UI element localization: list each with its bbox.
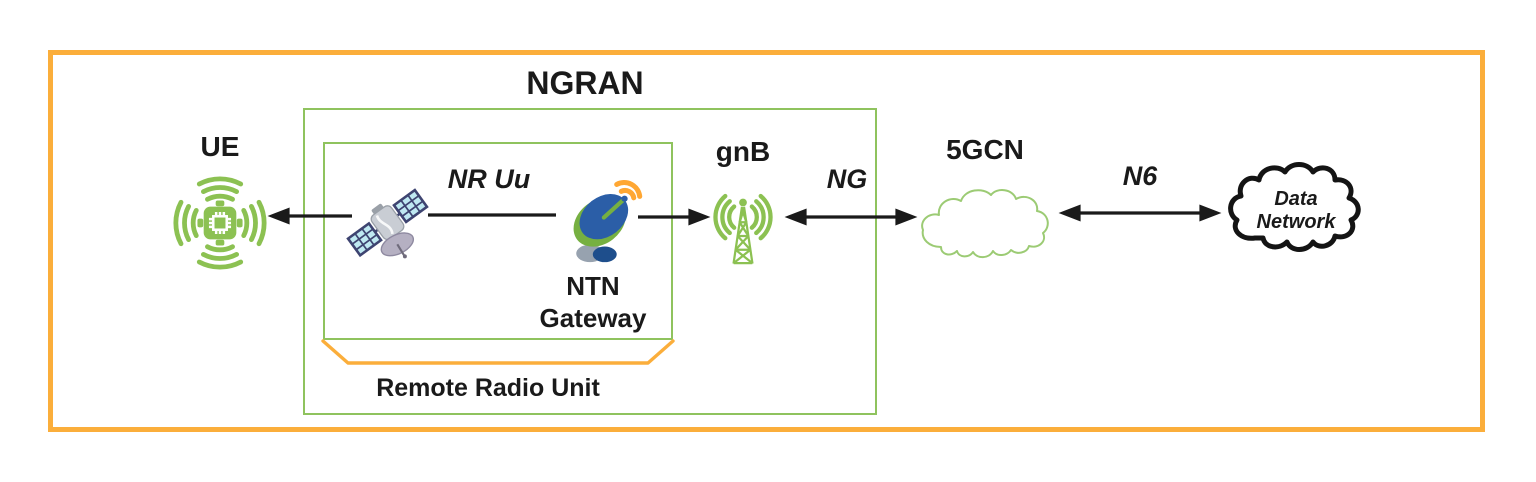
ntn-gateway-caption-line1: NTN (566, 271, 620, 301)
outer-frame (48, 50, 1485, 432)
ngran-title: NGRAN (526, 65, 644, 101)
data-network-label: Data Network (1257, 188, 1336, 234)
gnb-label: gnB (715, 136, 771, 167)
core-label: 5GCN (946, 134, 1024, 165)
antenna-tower-icon (713, 193, 773, 265)
nruu-link-label: NR Uu (447, 164, 531, 194)
ng-link-label: NG (826, 164, 868, 194)
ue-label: UE (200, 131, 240, 162)
rru-group-box (323, 142, 673, 340)
core-cloud-icon (921, 189, 1049, 259)
ntn-gateway-dish-icon (573, 180, 643, 263)
ntn-gateway-caption-line2: Gateway (539, 302, 647, 333)
satellite-icon (346, 188, 429, 259)
n6-link-label: N6 (1122, 161, 1158, 191)
signal-waves-icon (614, 180, 643, 199)
rru-label: Remote Radio Unit (376, 374, 600, 402)
ue-device-icon (173, 176, 267, 270)
ntn-gateway-caption: NTN Gateway (540, 271, 647, 334)
ngran-group-box (303, 108, 877, 415)
data-network-label-line1: Data (1274, 188, 1318, 210)
data-network-cloud-icon (1228, 162, 1361, 252)
data-network-label-line2: Network (1256, 211, 1336, 233)
